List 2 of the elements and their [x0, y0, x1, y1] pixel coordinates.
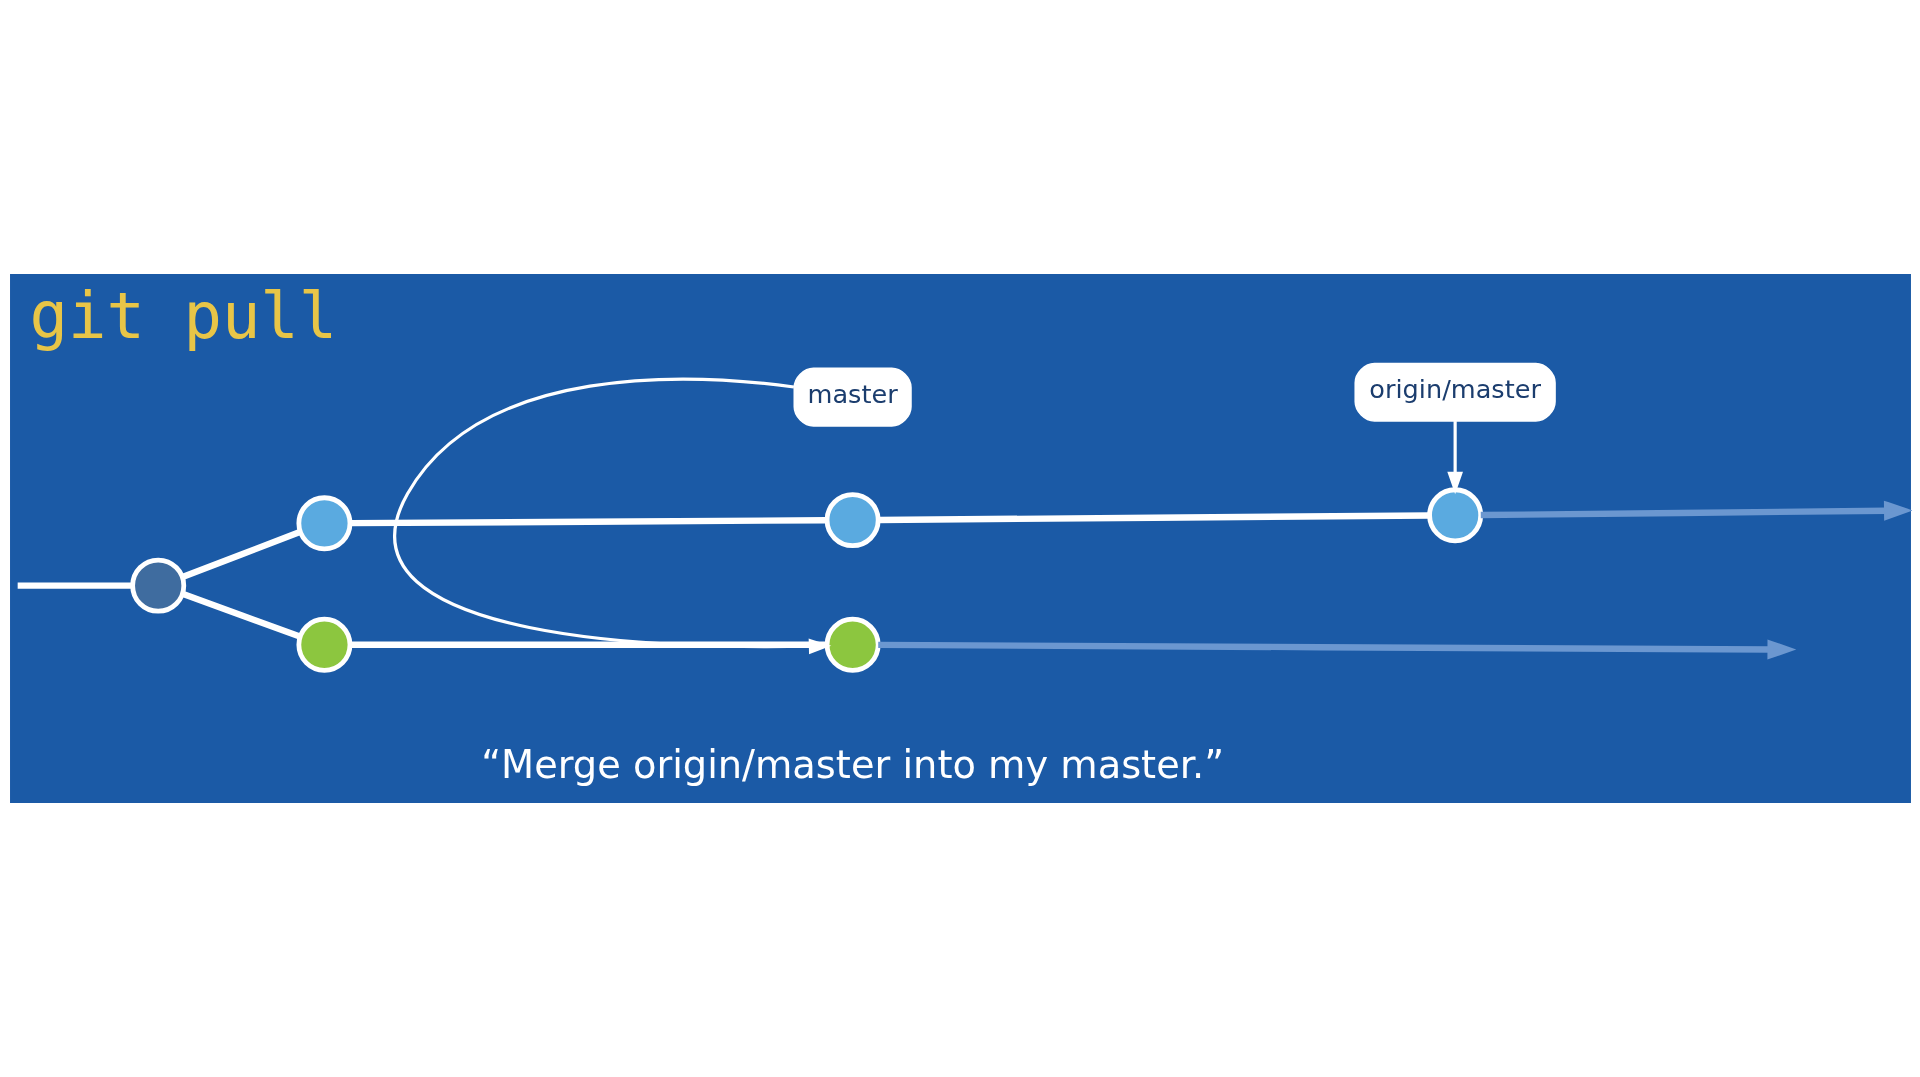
- caption: “Merge origin/master into my master.”: [480, 741, 1224, 787]
- diagram-title: git pull: [29, 278, 337, 353]
